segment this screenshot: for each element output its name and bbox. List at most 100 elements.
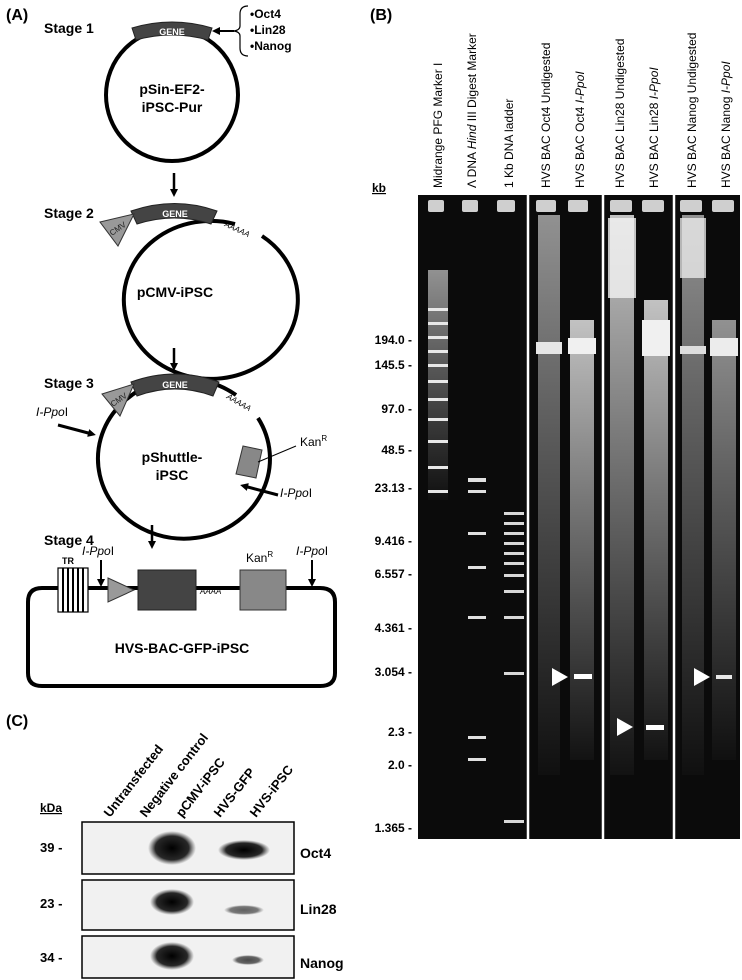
blot-size-nanog: 34 - (40, 950, 62, 965)
size-labels: 194.0 - 145.5 - 97.0 - 48.5 - 23.13 - 9.416 -… (375, 333, 412, 835)
blot-band (150, 889, 194, 915)
lane-4-oct4-undigested-band (536, 342, 562, 354)
lane-8-nanog-undigested-band-2 (680, 346, 706, 354)
blot-protein-nanog: Nanog (300, 955, 344, 971)
blot-band (232, 955, 264, 965)
blot-nanog: 34 - Nanog (40, 935, 344, 979)
stage-1-plasmid-line1: pSin-EF2- (139, 81, 205, 97)
lane-1-pfg-bands (428, 308, 448, 493)
stage-3-polya-label: AAAAA (224, 391, 252, 413)
lane-8-nanog-undigested-band (680, 218, 706, 278)
lane-7-lin28-ippo-band (642, 320, 670, 356)
stage-3-ippo-right-label: I-PpoI (280, 486, 312, 500)
stage-2: Stage 2 GENE CMV AAAAA pCMV-iPSC (44, 203, 300, 381)
lane-9-nanog-ippo-smear (712, 320, 736, 760)
blot-lane-label-5: HVS-iPSC (247, 762, 297, 820)
gel-size-label-7: 6.557 - (375, 567, 412, 581)
gene-bracket (233, 5, 249, 57)
blot-band (150, 942, 194, 970)
stage-3-kan-cassette (235, 445, 263, 479)
gel-lane-label-3: 1 Kb DNA ladder (502, 99, 516, 188)
stage-3-kan-label: KanR (300, 434, 327, 449)
stage-2-plasmid-name: pCMV-iPSC (137, 284, 213, 300)
blot-band (224, 905, 264, 915)
gel-size-label-12: 1.365 - (375, 821, 412, 835)
gel-size-label-3: 97.0 - (381, 402, 412, 416)
gel-lane-label-7: HVS BAC Lin28 I-PpoI (647, 67, 661, 188)
stage-2-cmv-promoter (99, 213, 135, 247)
lane-1-pfg-smear (428, 270, 448, 500)
gel-size-label-9: 3.054 - (375, 665, 412, 679)
gene-list-lin28: •Lin28 (250, 23, 286, 37)
blot-size-lin28: 23 - (40, 896, 62, 911)
lane-5-oct4-ippo-band (568, 338, 596, 354)
blot-size-oct4: 39 - (40, 840, 62, 855)
gene-list-oct4: •Oct4 (250, 7, 281, 21)
gel-lane-label-5: HVS BAC Oct4 I-PpoI (573, 71, 587, 188)
gel-lane-label-6: HVS BAC Lin28 Undigested (613, 39, 627, 188)
stage-3-ippo-right-arrow (240, 483, 279, 497)
gel-wells (428, 200, 734, 212)
gel-size-label-8: 4.361 - (375, 621, 412, 635)
stage-2-polya-label: AAAAA (222, 219, 251, 239)
stage-3-cmv-promoter (101, 383, 135, 417)
stage-4-polya-label: AAAA (199, 587, 221, 596)
panel-a: (A) Stage 1 GENE pSin-EF2- iPSC-Pur •Oct… (6, 5, 337, 688)
lane-9-nanog-cassette-band (716, 675, 732, 679)
panel-b-label: (B) (370, 7, 392, 24)
gel-size-label-1: 194.0 - (375, 333, 412, 347)
gene-list-nanog: •Nanog (250, 39, 292, 53)
stage-3-plasmid-line2: iPSC (156, 467, 189, 483)
stage-3-kan-leader (257, 445, 297, 463)
stage-3-title: Stage 3 (44, 375, 94, 391)
stage-4-ippo-right-label: I-PpoI (296, 544, 328, 558)
lane-4-oct4-undigested-smear (538, 215, 560, 775)
lane-3-1kb-bands (504, 512, 524, 823)
lane-5-oct4-ippo-smear (570, 320, 594, 760)
stage-1-plasmid-line2: iPSC-Pur (142, 99, 203, 115)
stage-4-gene-box (137, 569, 197, 611)
stage-3-gene-label: GENE (162, 380, 188, 390)
panel-c-label: (C) (6, 713, 28, 730)
gel-size-label-6: 9.416 - (375, 534, 412, 548)
blot-band (148, 831, 196, 865)
lane-6-lin28-undigested-smear (610, 215, 634, 775)
stage-1-gene-label: GENE (159, 27, 185, 37)
lane-9-nanog-ippo-band (710, 338, 738, 356)
stage-4-ippo-left-label: I-PpoI (82, 544, 114, 558)
stage-4-kan-box (239, 569, 287, 611)
gel-marker-arrow-lin28 (617, 718, 633, 736)
lane-7-lin28-ippo-smear (644, 300, 668, 760)
blot-protein-lin28: Lin28 (300, 901, 337, 917)
lane-5-oct4-cassette-band (574, 674, 592, 679)
lane-2-lambda-bands (468, 478, 486, 761)
stage-3: Stage 3 GENE CMV AAAAA KanR I-PpoI I-Ppo… (36, 373, 327, 549)
stage-2-title: Stage 2 (44, 205, 94, 221)
stage-2-gene-block (130, 203, 218, 225)
stage-3-ippo-left-arrow (57, 423, 96, 437)
gel-lane-label-1: Midrange PFG Marker I (431, 63, 445, 188)
stage-4-plasmid-name: HVS-BAC-GFP-iPSC (115, 640, 250, 656)
stage-4-title: Stage 4 (44, 532, 94, 548)
gel-lane-label-4: HVS BAC Oct4 Undigested (539, 43, 553, 188)
stage-2-gene-label: GENE (162, 209, 188, 219)
stage-1-title: Stage 1 (44, 20, 94, 36)
panel-b-kb-unit: kb (372, 181, 386, 195)
stage-3-ippo-left-label: I-PpoI (36, 405, 68, 419)
gel-lane-label-9: HVS BAC Nanog I-PpoI (719, 61, 733, 188)
lane-8-nanog-undigested-smear (682, 215, 704, 775)
stage-4: Stage 4 TR I-PpoI AAAA KanR I-PpoI HVS-B… (26, 532, 337, 688)
blot-band (218, 840, 270, 860)
panel-c-kda-unit: kDa (40, 801, 62, 815)
gel-size-label-2: 145.5 - (375, 358, 412, 372)
gel-size-label-10: 2.3 - (388, 725, 412, 739)
gel-size-label-4: 48.5 - (381, 443, 412, 457)
stage-3-plasmid-line1: pShuttle- (142, 449, 203, 465)
gel-size-label-5: 23.13 - (375, 481, 412, 495)
panel-a-label: (A) (6, 7, 28, 24)
gel-marker-arrow-oct4 (552, 668, 568, 686)
stage-4-tr-stripes (62, 568, 84, 612)
